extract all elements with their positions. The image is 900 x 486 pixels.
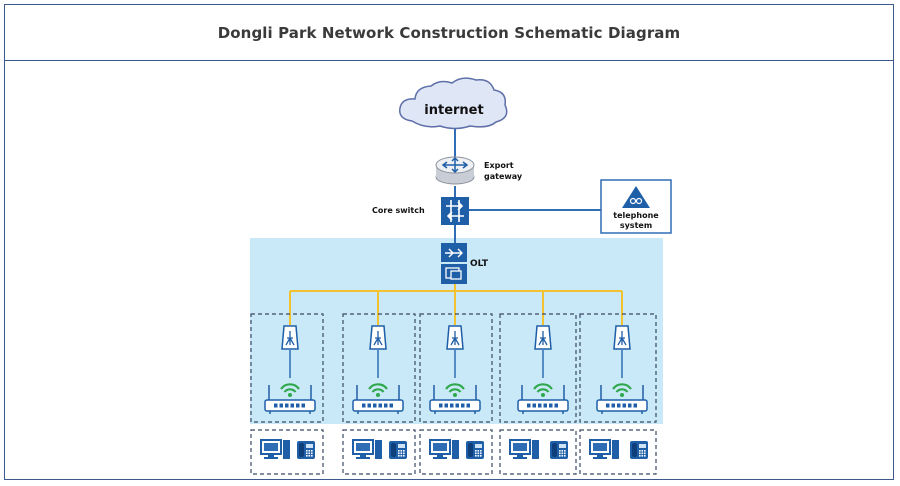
onu-wifi-icon xyxy=(352,385,404,414)
splitter-icon xyxy=(369,325,387,350)
splitter-icon xyxy=(446,325,464,350)
onu-wifi-icon xyxy=(429,385,481,414)
branch-area xyxy=(250,313,324,423)
wifi-icon xyxy=(280,383,300,397)
diagram-title: Dongli Park Network Construction Schemat… xyxy=(217,23,681,42)
ip-phone-icon xyxy=(389,441,407,459)
cloud-icon xyxy=(399,77,508,130)
access-branch xyxy=(419,313,493,475)
computer-icon xyxy=(352,439,382,459)
olt-label: OLT xyxy=(470,259,489,269)
internet-label: internet xyxy=(424,103,483,118)
computer-icon xyxy=(429,439,459,459)
ip-phone-icon xyxy=(297,441,315,459)
core-switch-label: Core switch xyxy=(372,206,425,215)
wifi-icon xyxy=(445,383,465,397)
branch-area xyxy=(579,313,657,423)
ip-phone-icon xyxy=(466,441,484,459)
ip-phone-icon xyxy=(550,441,568,459)
onu-wifi-icon xyxy=(596,385,648,414)
branch-area xyxy=(499,313,577,423)
wifi-icon xyxy=(368,383,388,397)
computer-icon xyxy=(509,439,539,459)
wifi-icon xyxy=(533,383,553,397)
splitter-icon xyxy=(613,325,631,350)
router-icon xyxy=(435,156,475,185)
computer-icon xyxy=(589,439,619,459)
uplink-lines xyxy=(454,128,601,244)
switch-icon xyxy=(441,197,469,225)
export-gateway-label-2: gateway xyxy=(484,172,523,181)
access-branch xyxy=(342,313,416,475)
onu-wifi-icon xyxy=(264,385,316,414)
export-gateway-label-1: Export xyxy=(484,161,514,170)
onu-wifi-icon xyxy=(517,385,569,414)
wifi-icon xyxy=(612,383,632,397)
access-branches xyxy=(250,313,657,475)
fiber-bus xyxy=(289,283,623,325)
access-branch xyxy=(250,313,324,475)
title-bar: Dongli Park Network Construction Schemat… xyxy=(5,5,893,61)
ip-phone-icon xyxy=(630,441,648,459)
computer-icon xyxy=(260,439,290,459)
splitter-icon xyxy=(534,325,552,350)
branch-area xyxy=(419,313,493,423)
telephone-label-1: telephone xyxy=(613,211,659,220)
access-branch xyxy=(499,313,577,475)
splitter-icon xyxy=(281,325,299,350)
branch-area xyxy=(342,313,416,423)
access-branch xyxy=(579,313,657,475)
olt-icon xyxy=(441,243,467,284)
telephone-system-icon xyxy=(600,179,672,234)
telephone-label-2: system xyxy=(620,221,652,230)
